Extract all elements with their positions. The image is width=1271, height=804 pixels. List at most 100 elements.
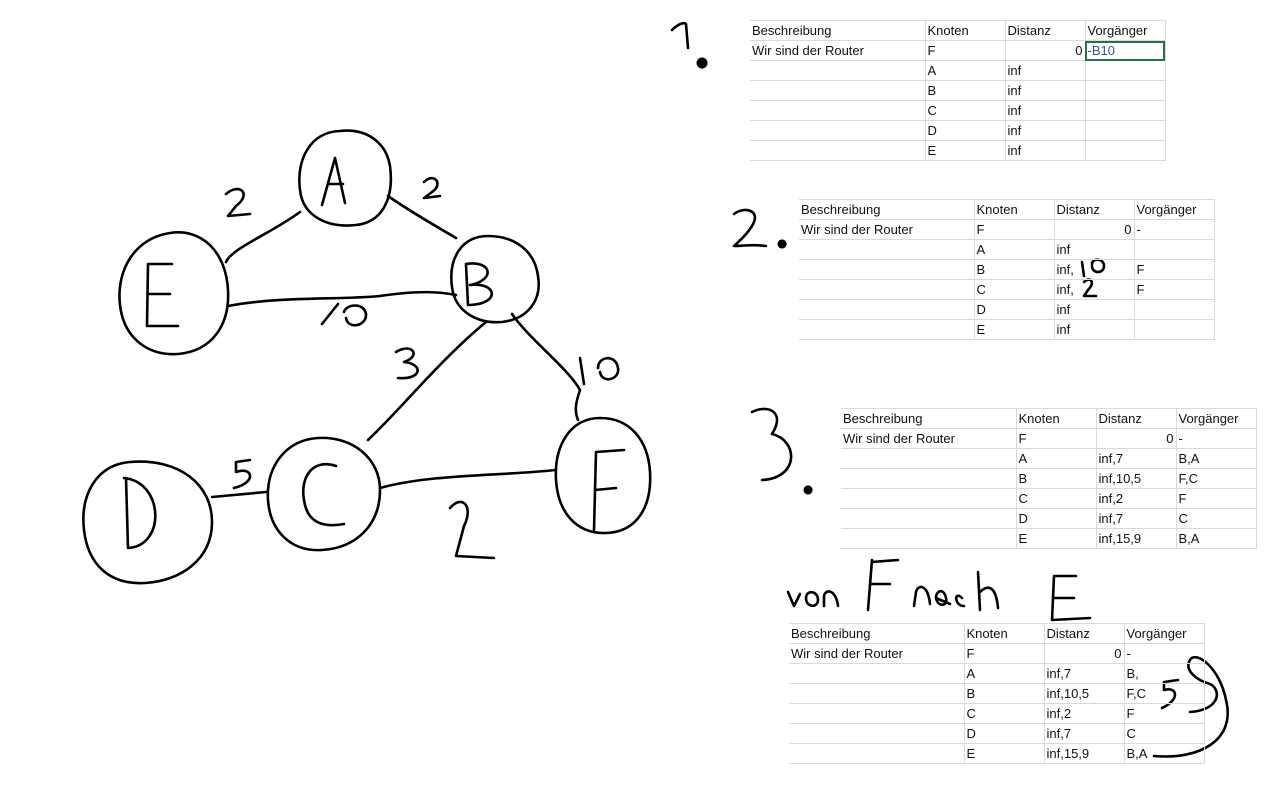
- cell[interactable]: Wir sind der Router: [789, 643, 965, 664]
- cell[interactable]: [1134, 299, 1215, 320]
- cell[interactable]: F,C: [1124, 683, 1205, 704]
- edge-b-f: [510, 312, 582, 422]
- cell[interactable]: [1134, 319, 1215, 340]
- cell[interactable]: [1085, 140, 1166, 161]
- cell[interactable]: [750, 60, 926, 81]
- cell[interactable]: E: [974, 319, 1055, 340]
- cell[interactable]: [750, 140, 926, 161]
- cell[interactable]: C: [1176, 508, 1257, 529]
- cell[interactable]: C: [974, 279, 1055, 300]
- cell[interactable]: [799, 259, 975, 280]
- cell[interactable]: -: [1134, 219, 1215, 240]
- cell[interactable]: C: [925, 100, 1006, 121]
- cell[interactable]: A: [964, 663, 1045, 684]
- cell[interactable]: B,: [1124, 663, 1205, 684]
- cell[interactable]: inf: [1005, 100, 1086, 121]
- cell[interactable]: D: [964, 723, 1045, 744]
- cell[interactable]: [789, 703, 965, 724]
- cell[interactable]: 0: [1054, 219, 1135, 240]
- cell[interactable]: [799, 279, 975, 300]
- cell[interactable]: E: [1016, 528, 1097, 549]
- cell[interactable]: D: [1016, 508, 1097, 529]
- cell[interactable]: [1085, 120, 1166, 141]
- cell[interactable]: inf,10,5: [1096, 468, 1177, 489]
- cell[interactable]: C: [964, 703, 1045, 724]
- cell[interactable]: [789, 683, 965, 704]
- cell[interactable]: inf: [1005, 80, 1086, 101]
- cell[interactable]: B: [925, 80, 1006, 101]
- cell[interactable]: E: [964, 743, 1045, 764]
- cell[interactable]: 0: [1005, 40, 1086, 61]
- cell[interactable]: B,A: [1124, 743, 1205, 764]
- cell[interactable]: [789, 743, 965, 764]
- cell[interactable]: F: [1176, 488, 1257, 509]
- cell[interactable]: F: [1134, 259, 1215, 280]
- cell[interactable]: -: [1124, 643, 1205, 664]
- cell[interactable]: [841, 488, 1017, 509]
- cell[interactable]: [799, 319, 975, 340]
- cell[interactable]: F: [964, 643, 1045, 664]
- cell[interactable]: [1085, 60, 1166, 81]
- cell[interactable]: A: [974, 239, 1055, 260]
- weight-d-c: [232, 458, 252, 490]
- cell[interactable]: F: [1134, 279, 1215, 300]
- cell[interactable]: C: [1016, 488, 1097, 509]
- cell[interactable]: [841, 448, 1017, 469]
- header-beschreibung: Beschreibung: [789, 623, 965, 644]
- cell[interactable]: Wir sind der Router: [799, 219, 975, 240]
- cell[interactable]: 0: [1044, 643, 1125, 664]
- cell[interactable]: C: [1124, 723, 1205, 744]
- cell[interactable]: inf: [1005, 120, 1086, 141]
- cell[interactable]: [750, 80, 926, 101]
- cell[interactable]: inf: [1005, 140, 1086, 161]
- cell[interactable]: inf: [1054, 299, 1135, 320]
- cell[interactable]: [841, 528, 1017, 549]
- cell[interactable]: B,A: [1176, 528, 1257, 549]
- cell[interactable]: [799, 239, 975, 260]
- cell[interactable]: B: [974, 259, 1055, 280]
- cell[interactable]: inf,7: [1044, 663, 1125, 684]
- cell[interactable]: B: [964, 683, 1045, 704]
- cell[interactable]: -: [1176, 428, 1257, 449]
- selected-cell[interactable]: -B10: [1085, 40, 1166, 61]
- cell[interactable]: A: [1016, 448, 1097, 469]
- cell[interactable]: [1134, 239, 1215, 260]
- cell[interactable]: [789, 723, 965, 744]
- cell[interactable]: F: [1016, 428, 1097, 449]
- cell[interactable]: F,C: [1176, 468, 1257, 489]
- cell[interactable]: F: [974, 219, 1055, 240]
- cell[interactable]: inf,7: [1096, 508, 1177, 529]
- cell[interactable]: B: [1016, 468, 1097, 489]
- cell[interactable]: inf: [1005, 60, 1086, 81]
- cell[interactable]: Wir sind der Router: [841, 428, 1017, 449]
- cell[interactable]: inf,15,9: [1096, 528, 1177, 549]
- cell[interactable]: D: [925, 120, 1006, 141]
- cell[interactable]: [789, 663, 965, 684]
- cell[interactable]: 0: [1096, 428, 1177, 449]
- cell[interactable]: [841, 468, 1017, 489]
- cell[interactable]: Wir sind der Router: [750, 40, 926, 61]
- cell[interactable]: [750, 120, 926, 141]
- cell[interactable]: inf,2: [1044, 703, 1125, 724]
- cell[interactable]: [1085, 80, 1166, 101]
- cell[interactable]: E: [925, 140, 1006, 161]
- cell[interactable]: inf,: [1054, 279, 1135, 300]
- cell[interactable]: inf,7: [1096, 448, 1177, 469]
- cell[interactable]: [799, 299, 975, 320]
- cell[interactable]: A: [925, 60, 1006, 81]
- cell[interactable]: [1085, 100, 1166, 121]
- cell[interactable]: F: [1124, 703, 1205, 724]
- cell[interactable]: inf,2: [1096, 488, 1177, 509]
- cell[interactable]: inf: [1054, 319, 1135, 340]
- cell[interactable]: [841, 508, 1017, 529]
- cell[interactable]: inf,10,5: [1044, 683, 1125, 704]
- cell[interactable]: inf,7: [1044, 723, 1125, 744]
- cell[interactable]: inf,: [1054, 259, 1135, 280]
- cell[interactable]: [750, 100, 926, 121]
- cell[interactable]: F: [925, 40, 1006, 61]
- cell[interactable]: inf,15,9: [1044, 743, 1125, 764]
- cell[interactable]: D: [974, 299, 1055, 320]
- cell[interactable]: B,A: [1176, 448, 1257, 469]
- cell[interactable]: inf: [1054, 239, 1135, 260]
